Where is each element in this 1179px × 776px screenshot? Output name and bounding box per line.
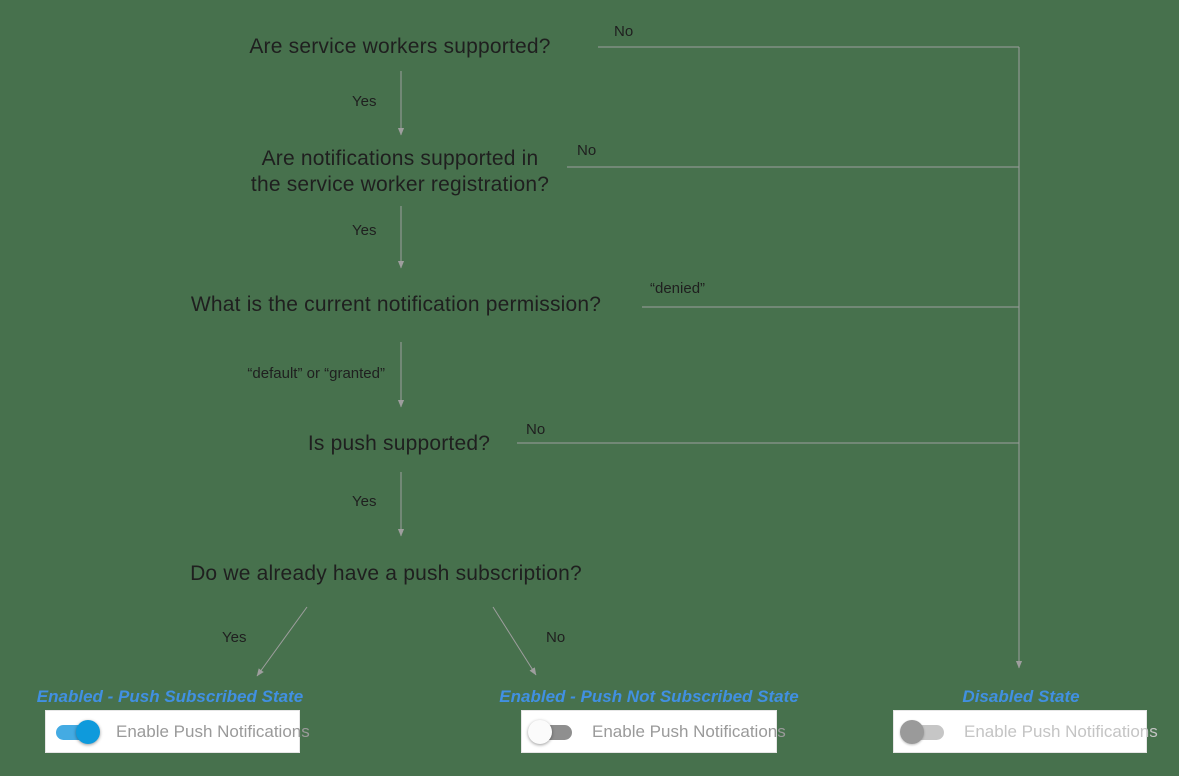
branch-label-q1-no: No <box>614 23 634 40</box>
push-toggle-disabled[interactable] <box>900 719 946 744</box>
enable-push-label: Enable Push Notifications <box>592 721 786 741</box>
enable-push-label: Enable Push Notifications <box>964 721 1158 741</box>
card-push-not-subscribed: Enable Push Notifications <box>521 710 786 753</box>
toggle-knob <box>76 719 100 744</box>
push-toggle-on[interactable] <box>54 719 100 744</box>
question-notification-permission: What is the current notification permiss… <box>190 293 602 316</box>
branch-label-q3-denied: “denied” <box>650 280 706 297</box>
branch-label-q4-no: No <box>526 421 546 438</box>
toggle-knob <box>900 719 924 744</box>
question-notifications-supported: Are notifications supported in the servi… <box>230 146 570 198</box>
branch-label-q2-no: No <box>577 142 597 159</box>
branch-label-q3-default-granted: “default” or “granted” <box>247 365 385 382</box>
question-service-workers: Are service workers supported? <box>249 35 551 58</box>
state-title-push-subscribed: Enabled - Push Subscribed State <box>36 687 304 706</box>
question-notifications-line1: Are notifications supported in <box>261 147 539 170</box>
question-push-supported: Is push supported? <box>307 432 491 455</box>
question-notifications-line2: the service worker registration? <box>250 173 550 196</box>
card-disabled: Enable Push Notifications <box>893 710 1158 753</box>
state-title-push-not-subscribed: Enabled - Push Not Subscribed State <box>499 687 799 706</box>
branch-label-q4-yes: Yes <box>352 493 377 510</box>
connector-q5-no-arrow <box>492 606 537 676</box>
card-push-subscribed: Enable Push Notifications <box>45 710 310 753</box>
branch-label-q2-yes: Yes <box>352 222 377 239</box>
push-toggle-off[interactable] <box>528 719 574 744</box>
question-push-subscription: Do we already have a push subscription? <box>190 562 582 585</box>
branch-label-q1-yes: Yes <box>352 93 377 110</box>
state-title-disabled: Disabled State <box>962 687 1080 706</box>
enable-push-label: Enable Push Notifications <box>116 721 310 741</box>
connector-q5-yes-arrow <box>256 606 308 677</box>
branch-label-q5-yes: Yes <box>222 629 247 646</box>
toggle-knob <box>528 719 552 744</box>
branch-label-q5-no: No <box>546 629 566 646</box>
